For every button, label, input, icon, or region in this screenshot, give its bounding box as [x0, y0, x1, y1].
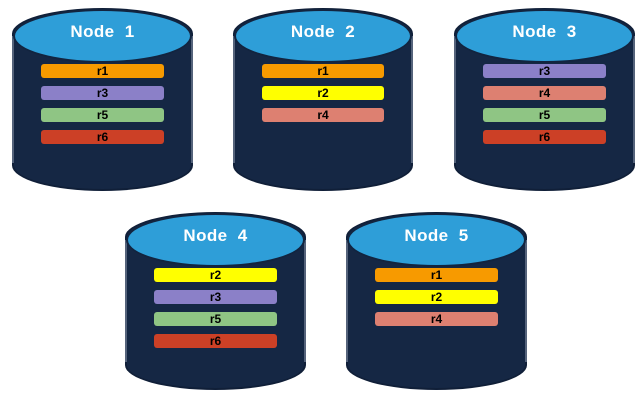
cylinder-top-ellipse	[126, 213, 305, 267]
data-item-r4[interactable]: r4	[374, 312, 499, 326]
cylinder-top-ellipse	[234, 9, 412, 63]
data-item-r1[interactable]: r1	[40, 64, 165, 78]
cylinder-right-edge	[525, 240, 527, 362]
data-item-r1[interactable]: r1	[374, 268, 499, 282]
cylinder-right-edge	[304, 240, 306, 362]
node-items: r1 r2 r4	[233, 64, 413, 122]
data-item-r6[interactable]: r6	[40, 130, 165, 144]
cylinder-top-ellipse	[13, 9, 192, 63]
data-item-r3[interactable]: r3	[153, 290, 278, 304]
node-cylinder-4[interactable]: Node 4 r2 r3 r5 r6	[125, 212, 306, 390]
data-item-r5[interactable]: r5	[482, 108, 607, 122]
node-title: Node 5	[404, 226, 469, 245]
cylinder-left-edge	[346, 240, 348, 362]
node-title: Node 2	[290, 22, 356, 41]
node-title: Node 3	[512, 22, 577, 41]
data-item-r4[interactable]: r4	[482, 86, 607, 100]
data-item-r5[interactable]: r5	[40, 108, 165, 122]
node-cylinder-5[interactable]: Node 5 r1 r2 r4	[346, 212, 527, 390]
cylinder-left-edge	[12, 36, 14, 163]
node-cylinder-3[interactable]: Node 3 r3 r4 r5 r6	[454, 8, 635, 191]
node-items: r2 r3 r5 r6	[125, 268, 306, 348]
cylinder-left-edge	[125, 240, 127, 362]
cylinder-left-edge	[454, 36, 456, 163]
cylinder-top-ellipse	[455, 9, 634, 63]
node-cylinder-1[interactable]: Node 1 r1 r3 r5 r6	[12, 8, 193, 191]
data-item-r2[interactable]: r2	[153, 268, 278, 282]
node-items: r1 r3 r5 r6	[12, 64, 193, 144]
data-item-r1[interactable]: r1	[261, 64, 385, 78]
node-items: r1 r2 r4	[346, 268, 527, 326]
node-title: Node 4	[183, 226, 248, 245]
node-cylinder-2[interactable]: Node 2 r1 r2 r4	[233, 8, 413, 191]
cylinder-top-ellipse	[347, 213, 526, 267]
cylinder-right-edge	[633, 36, 635, 163]
data-item-r6[interactable]: r6	[482, 130, 607, 144]
data-item-r6[interactable]: r6	[153, 334, 278, 348]
cylinder-right-edge	[411, 36, 413, 163]
data-item-r2[interactable]: r2	[374, 290, 499, 304]
data-item-r4[interactable]: r4	[261, 108, 385, 122]
cylinder-right-edge	[191, 36, 193, 163]
node-title: Node 1	[70, 22, 135, 41]
data-item-r5[interactable]: r5	[153, 312, 278, 326]
data-item-r2[interactable]: r2	[261, 86, 385, 100]
cylinder-left-edge	[233, 36, 235, 163]
data-item-r3[interactable]: r3	[40, 86, 165, 100]
node-items: r3 r4 r5 r6	[454, 64, 635, 144]
data-item-r3[interactable]: r3	[482, 64, 607, 78]
